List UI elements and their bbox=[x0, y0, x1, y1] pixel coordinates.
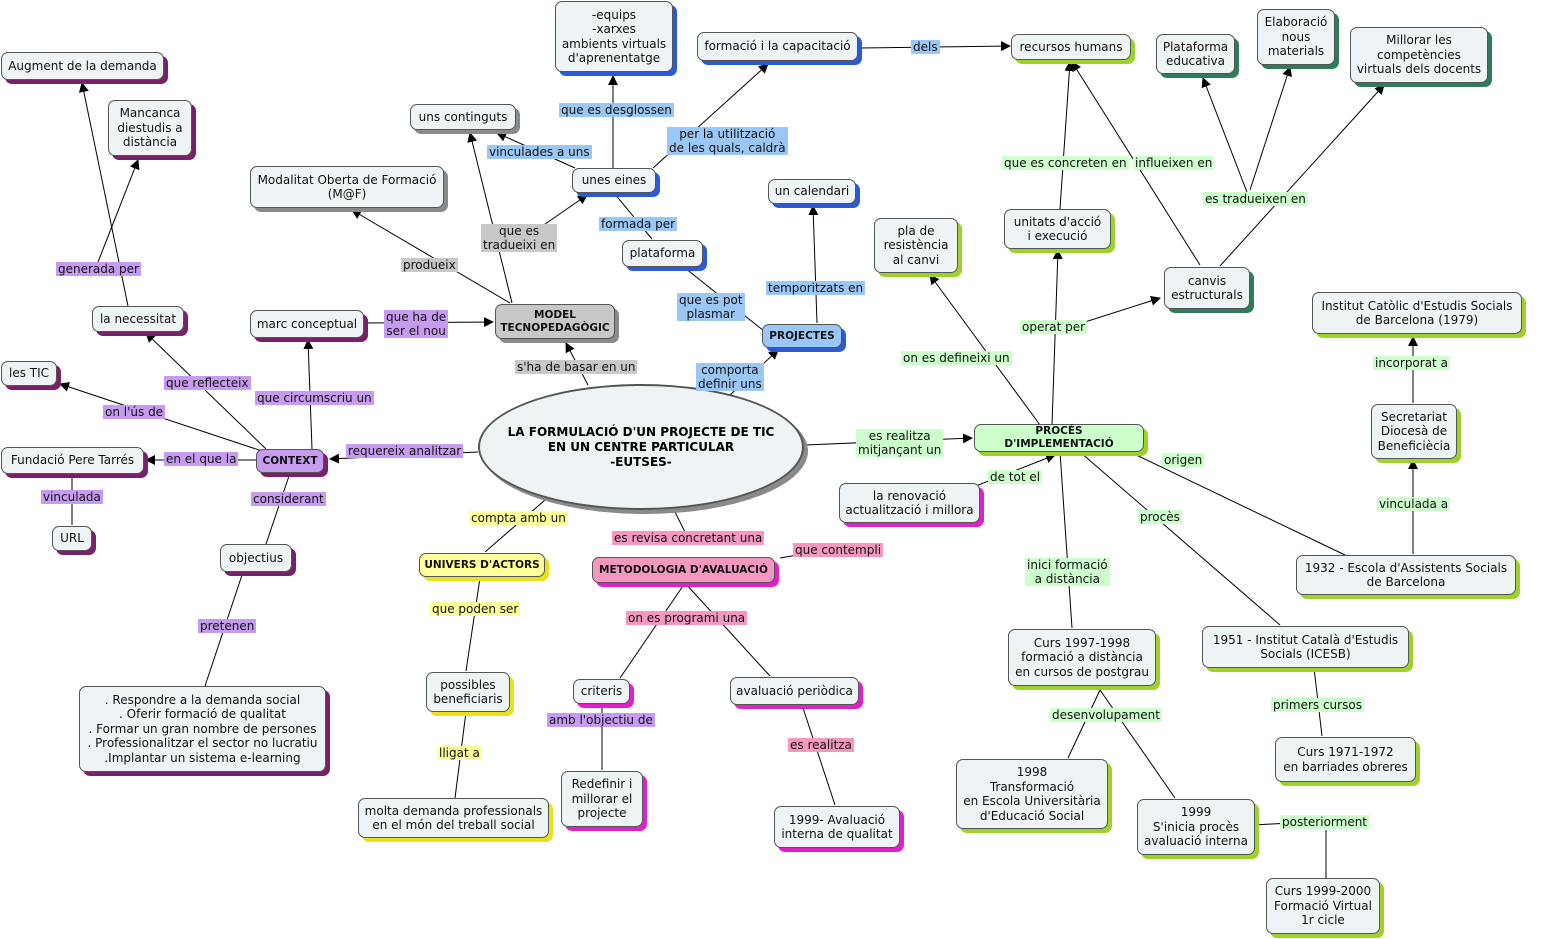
node-1999-proces: 1999 S'inicia procès avaluació interna bbox=[1137, 799, 1255, 855]
label-que-es-tradueixi: que es tradueixi en bbox=[481, 224, 558, 252]
node-equips: -equips -xarxes ambients virtuals d'apre… bbox=[555, 1, 673, 72]
label-desenvolupament: desenvolupament bbox=[1050, 708, 1162, 722]
label-vinculada: vinculada bbox=[41, 490, 103, 504]
label-comporta: comporta definir uns bbox=[696, 363, 764, 391]
node-necessitat: la necessitat bbox=[92, 306, 184, 332]
label-influeixen: influeixen en bbox=[1133, 156, 1215, 170]
node-pla-resistencia: pla de resistència al canvi bbox=[874, 218, 958, 273]
node-elaboracio-materials: Elaboració nous materials bbox=[1257, 9, 1335, 65]
label-incorporat: incorporat a bbox=[1373, 356, 1450, 370]
node-plataforma-educativa: Plataforma educativa bbox=[1156, 34, 1235, 74]
label-mitjancant: es realitza mitjançant un bbox=[856, 429, 944, 457]
node-model-tecnopedagogic: MODEL TECNOPEDAGÒGIC bbox=[495, 304, 615, 339]
node-univers-actors: UNIVERS D'ACTORS bbox=[419, 553, 545, 577]
label-en-el-que: en el que la bbox=[164, 452, 239, 466]
label-es-revisa: es revisa concretant una bbox=[612, 531, 765, 545]
node-millorar-competencies: Millorar les competències virtuals dels … bbox=[1350, 27, 1488, 83]
node-unes-eines: unes eines bbox=[572, 168, 656, 193]
label-considerant: considerant bbox=[251, 492, 326, 506]
node-renovacio: la renovació actualització i millora bbox=[839, 483, 980, 523]
label-origen: origen bbox=[1162, 453, 1205, 467]
node-icesb-1951: 1951 - Institut Català d'Estudis Socials… bbox=[1202, 626, 1409, 668]
label-primers-cursos: primers cursos bbox=[1271, 698, 1364, 712]
node-secretariat: Secretariat Diocesà de Beneficiècia bbox=[1371, 404, 1457, 459]
node-curs-1997: Curs 1997-1998 formació a distància en c… bbox=[1008, 629, 1156, 686]
node-recursos-humans: recursos humans bbox=[1011, 34, 1131, 60]
node-beneficiaris: possibles beneficiaris bbox=[426, 672, 510, 712]
node-1998-transformacio: 1998 Transformació en Escola Universitàr… bbox=[956, 759, 1108, 829]
label-tradueixen: es tradueixen en bbox=[1203, 192, 1308, 206]
label-de-tot: de tot el bbox=[988, 470, 1043, 484]
node-escola-1932: 1932 - Escola d'Assistents Socials de Ba… bbox=[1296, 555, 1516, 595]
label-proces: procès bbox=[1138, 510, 1182, 524]
label-defineixi: on es defineixi un bbox=[901, 351, 1012, 365]
label-shade-basar: s'ha de basar en un bbox=[515, 360, 638, 374]
node-avaluacio-1999: 1999- Avaluació interna de qualitat bbox=[774, 806, 900, 848]
label-que-reflecteix: que reflecteix bbox=[164, 376, 251, 390]
label-lligat: lligat a bbox=[437, 746, 482, 760]
label-concreten: que es concreten en bbox=[1002, 156, 1129, 170]
label-utilitzacio: per la utilització de les quals, caldrà bbox=[667, 127, 788, 155]
node-redefinir: Redefinir i millorar el projecte bbox=[561, 771, 643, 827]
node-unitats-accio: unitats d'acció i execució bbox=[1004, 209, 1111, 249]
label-formada-per: formada per bbox=[599, 217, 678, 231]
label-vinculades: vinculades a uns bbox=[487, 145, 592, 159]
node-modalitat: Modalitat Oberta de Formació (M@F) bbox=[250, 166, 444, 208]
node-objectius-list: . Respondre a la demanda social . Oferir… bbox=[79, 686, 326, 772]
node-criteris: criteris bbox=[573, 679, 630, 704]
node-objectius: objectius bbox=[220, 544, 292, 572]
node-formacio-capacitacio: formació i la capacitació bbox=[697, 32, 858, 61]
label-es-realitza: es realitza bbox=[788, 738, 854, 752]
node-context: CONTEXT bbox=[256, 449, 324, 473]
label-poden-ser: que poden ser bbox=[430, 602, 521, 616]
label-desglossen: que es desglossen bbox=[559, 103, 674, 117]
label-posteriorment: posteriorment bbox=[1280, 815, 1370, 829]
label-dels: dels bbox=[911, 40, 940, 54]
label-operat: operat per bbox=[1020, 320, 1088, 334]
node-mancanca: Mancanca diestudis a distància bbox=[108, 100, 192, 156]
label-objectiu-de: amb l'objectiu de bbox=[547, 713, 655, 727]
label-contempli: que contempli bbox=[793, 543, 884, 557]
node-metodologia-avaluacio: METODOLOGIA D'AVALUACIÓ bbox=[592, 557, 775, 583]
node-canvis-estructurals: canvis estructurals bbox=[1164, 267, 1250, 309]
label-inici-formacio: inici formació a distància bbox=[1025, 558, 1110, 586]
label-temporitzats: temporitzats en bbox=[766, 281, 866, 295]
label-que-ha-de: que ha de ser el nou bbox=[384, 310, 449, 338]
node-plataforma: plataforma bbox=[622, 240, 703, 267]
central-topic: LA FORMULACIÓ D'UN PROJECTE DE TIC EN UN… bbox=[478, 384, 804, 510]
node-url: URL bbox=[52, 526, 92, 551]
node-institut-1979: Institut Catòlic d'Estudis Socials de Ba… bbox=[1312, 292, 1522, 334]
node-curs-1999: Curs 1999-2000 Formació Virtual 1r cicle bbox=[1266, 878, 1380, 934]
node-calendari: un calendari bbox=[768, 179, 856, 204]
node-demanda-professionals: molta demanda professionals en el món de… bbox=[358, 798, 549, 838]
label-vinculada-a: vinculada a bbox=[1377, 497, 1451, 511]
label-programi: on es programi una bbox=[626, 611, 748, 625]
label-que-circumscriu: que circumscriu un bbox=[255, 391, 374, 405]
node-fundacio: Fundació Pere Tarrés bbox=[1, 447, 144, 474]
node-avaluacio-periodica: avaluació periòdica bbox=[730, 677, 859, 705]
label-compta: compta amb un bbox=[469, 511, 568, 525]
node-les-tic: les TIC bbox=[1, 361, 57, 386]
node-curs-1971: Curs 1971-1972 en barriades obreres bbox=[1275, 737, 1416, 782]
node-projectes: PROJECTES bbox=[762, 324, 842, 348]
label-pretenen: pretenen bbox=[198, 619, 257, 633]
node-marc-conceptual: marc conceptual bbox=[250, 310, 364, 338]
node-augment-demanda: Augment de la demanda bbox=[1, 52, 164, 80]
label-pot-plasmar: que es pot plasmar bbox=[677, 293, 745, 321]
label-requereix: requereix analitzar bbox=[346, 444, 464, 458]
label-produeix: produeix bbox=[401, 258, 458, 272]
node-proces-implementacio: PROCÉS D'IMPLEMENTACIÓ bbox=[974, 424, 1144, 452]
node-continguts: uns continguts bbox=[410, 104, 516, 130]
label-generada-per: generada per bbox=[56, 262, 141, 276]
label-on-us: on l'ús de bbox=[103, 405, 166, 419]
